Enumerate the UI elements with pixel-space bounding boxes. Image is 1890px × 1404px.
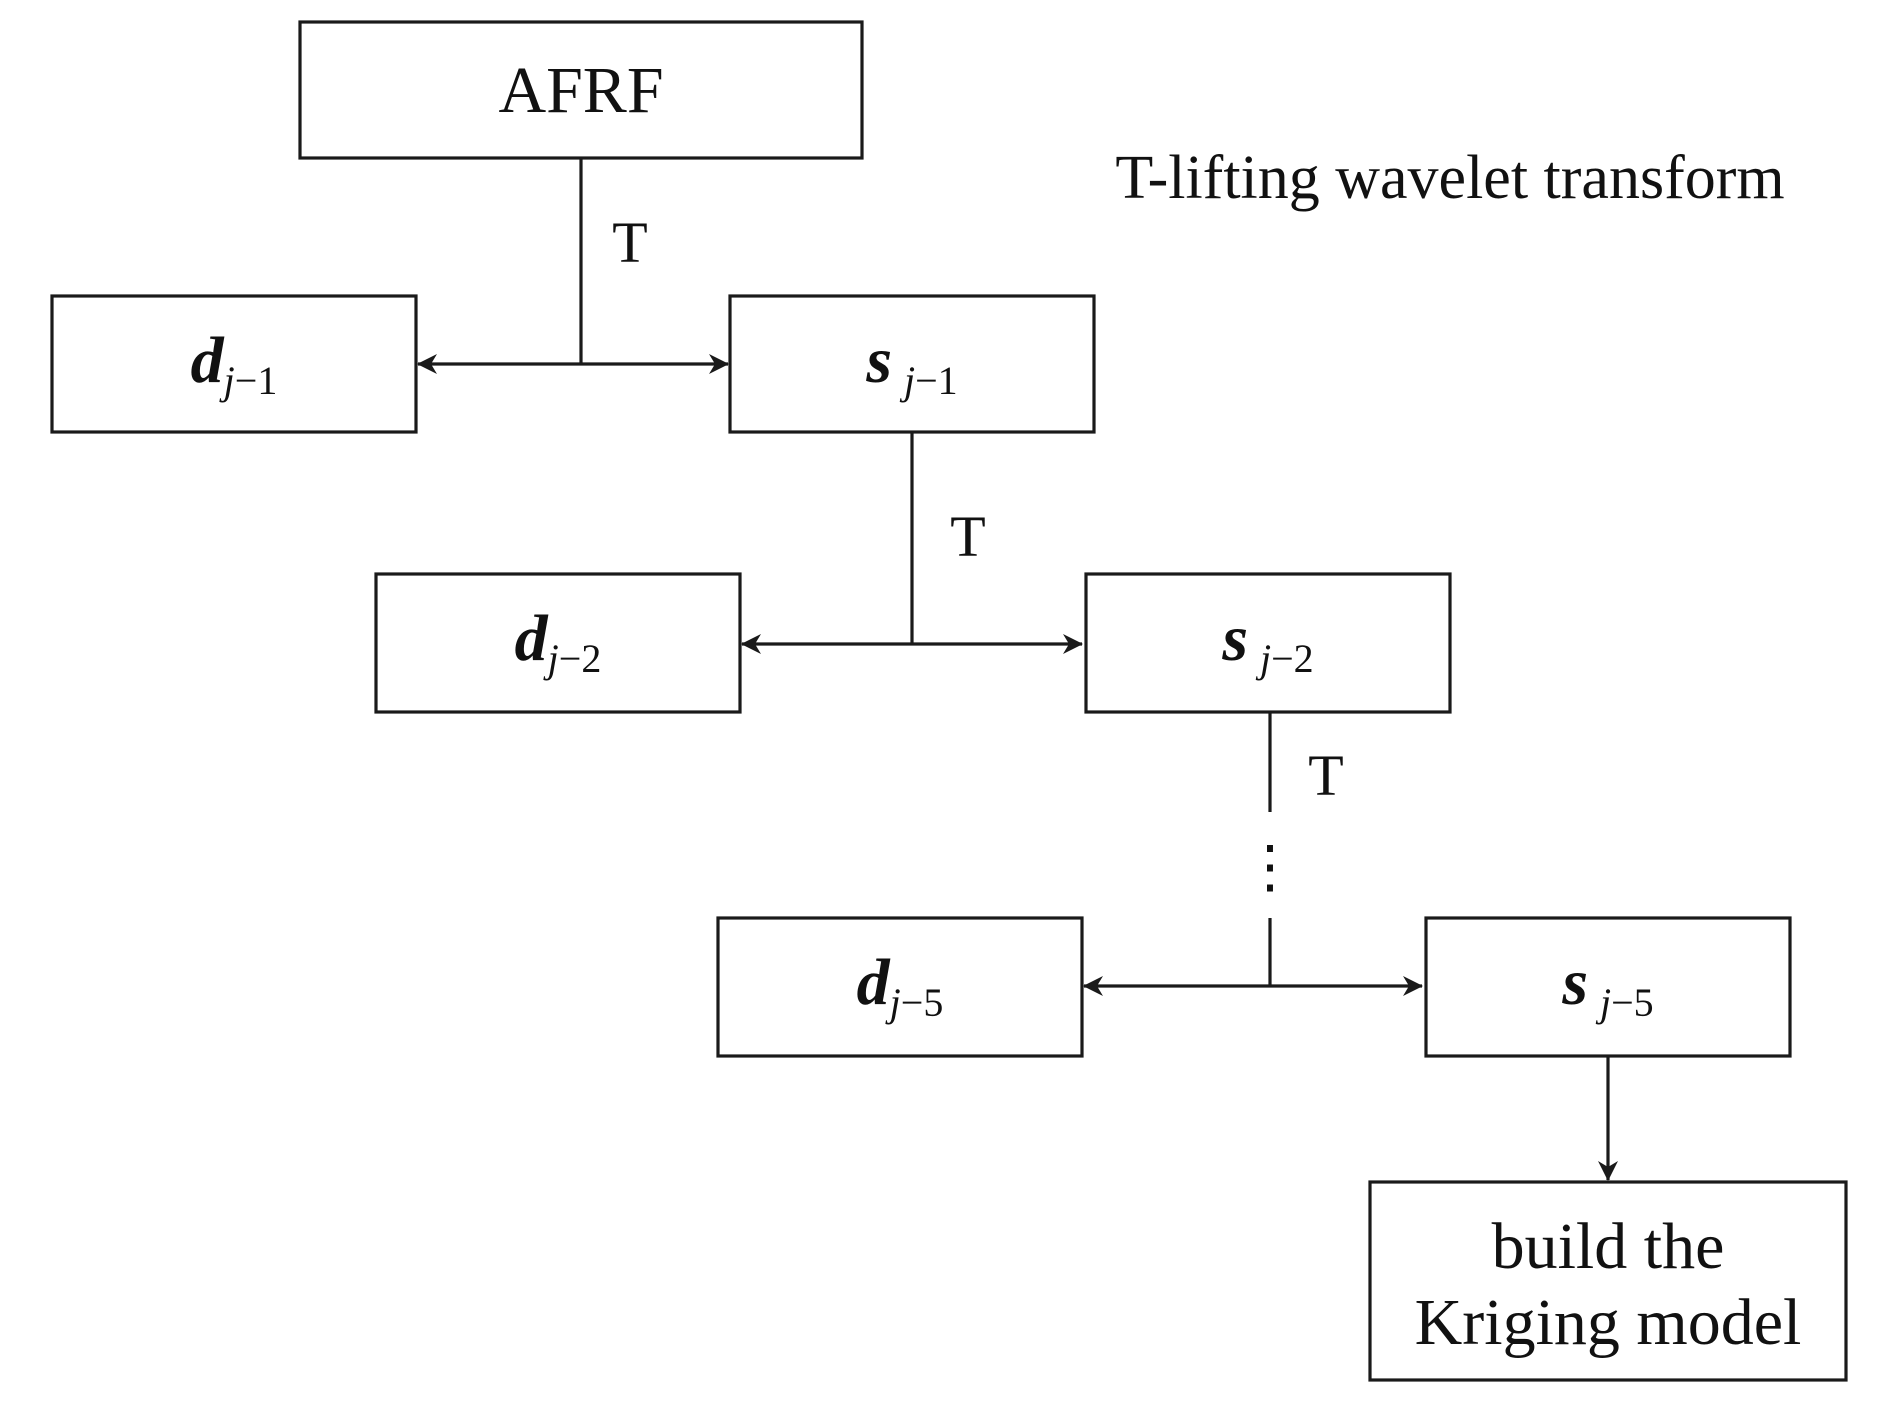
s2-sub-index: −2 <box>1271 636 1314 681</box>
diagram-title: T-lifting wavelet transform <box>1115 144 1784 212</box>
d1-symbol: d <box>191 324 225 397</box>
s2-symbol: s <box>1221 602 1248 675</box>
d2-sub-j: j <box>543 636 559 681</box>
d2-label: dj−2 <box>515 602 602 681</box>
s5-sub-index: −5 <box>1611 980 1654 1025</box>
continuation-ellipsis: ⋮ <box>1241 834 1299 899</box>
d2-symbol: d <box>515 602 549 675</box>
s2-sub-j: j <box>1255 636 1271 681</box>
d5-symbol: d <box>857 946 891 1019</box>
kriging-label-line1: build the <box>1492 1210 1725 1283</box>
d5-box: dj−5 <box>716 916 1084 1058</box>
kriging-label-line2: Kriging model <box>1415 1286 1802 1359</box>
s5-symbol: s <box>1561 946 1588 1019</box>
d1-sub-j: j <box>219 358 235 403</box>
transform-label-2: T <box>950 504 985 569</box>
d2-sub-index: −2 <box>559 636 602 681</box>
kriging-box: build the Kriging model <box>1368 1180 1848 1382</box>
afrf-label: AFRF <box>498 54 663 127</box>
s1-symbol: s <box>865 324 892 397</box>
d1-box: dj−1 <box>50 294 418 434</box>
d1-label: dj−1 <box>191 324 278 403</box>
afrf-box: AFRF <box>298 20 864 160</box>
d1-sub-index: −1 <box>235 358 278 403</box>
d5-label: dj−5 <box>857 946 944 1025</box>
d5-sub-index: −5 <box>901 980 944 1025</box>
d5-sub-j: j <box>885 980 901 1025</box>
s5-sub-j: j <box>1595 980 1611 1025</box>
s1-sub-j: j <box>899 358 915 403</box>
transform-label-1: T <box>612 210 647 275</box>
transform-label-3: T <box>1308 743 1343 808</box>
s1-sub-index: −1 <box>915 358 958 403</box>
d2-box: dj−2 <box>374 572 742 714</box>
